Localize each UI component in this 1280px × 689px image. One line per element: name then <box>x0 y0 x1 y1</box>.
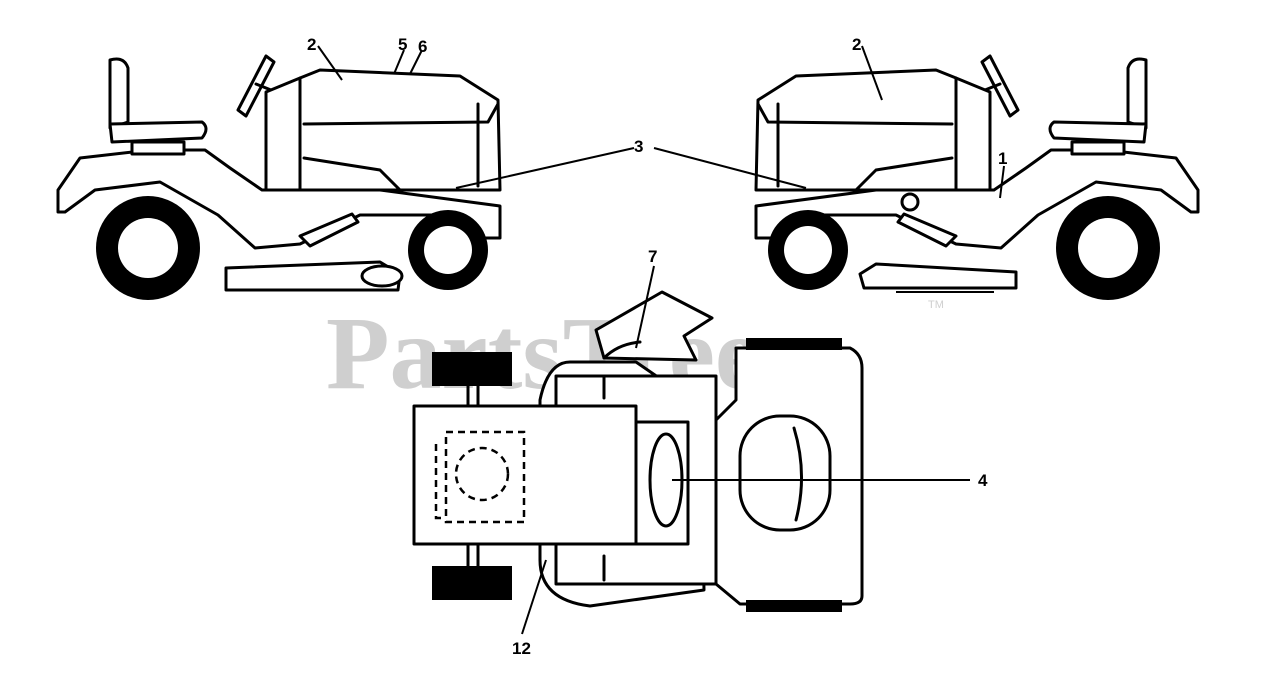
leader-2-right <box>861 45 883 101</box>
tractor-right-side-view <box>754 54 1200 300</box>
callout-4: 4 <box>978 471 988 490</box>
leader-12 <box>521 559 547 635</box>
callout-1: 1 <box>998 149 1007 168</box>
leader-6 <box>409 49 423 75</box>
watermark-trademark: TM <box>928 299 944 311</box>
leader-1 <box>999 165 1005 199</box>
tractor-left-side-view <box>56 54 502 300</box>
callout-6: 6 <box>418 37 427 56</box>
callout-5: 5 <box>398 35 407 54</box>
callout-3: 3 <box>634 137 643 156</box>
tractor-top-view <box>412 290 864 612</box>
leader-lines <box>317 45 1005 635</box>
leader-7 <box>635 265 655 349</box>
leader-5 <box>393 49 405 75</box>
callout-12: 12 <box>512 639 531 658</box>
leader-3-right <box>653 147 807 189</box>
callout-2-left: 2 <box>307 35 316 54</box>
callout-7: 7 <box>648 247 657 266</box>
leader-2-left <box>317 45 343 81</box>
leader-3-left <box>455 147 635 189</box>
callout-2-right: 2 <box>852 35 861 54</box>
